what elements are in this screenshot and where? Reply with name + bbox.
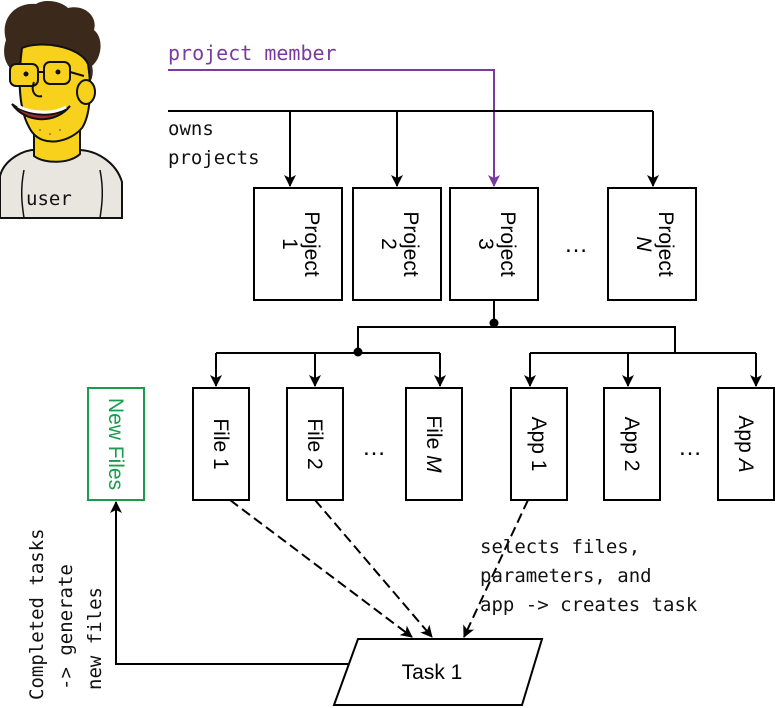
owns-label-line1: owns [168,118,214,140]
app-2-box[interactable] [603,387,661,501]
project-member-edge [168,69,500,187]
user-label: user [26,188,72,210]
project-2-id: 2 [377,238,400,250]
completed-label-line2: -> generate [55,564,77,690]
task-1-shape[interactable] [332,638,544,706]
completed-label-line1: Completed tasks [26,528,48,700]
app-1-to-task-edge [463,499,529,638]
apps-ellipsis: … [678,434,702,461]
file-m-label: File M [422,415,445,473]
owns-label-line2: projects [168,147,260,169]
app-a-label: App A [734,415,757,472]
projects-ellipsis: … [564,231,588,258]
project-1-name: Project [300,211,323,277]
project-1-box[interactable] [253,187,343,301]
project-n-id: N [632,236,655,252]
project-3-contents-tree [210,300,762,387]
app-1-box[interactable] [510,387,568,501]
project-n-box[interactable] [607,187,697,301]
completed-tasks-edge [110,501,348,665]
files-ellipsis: … [362,434,386,461]
app-1-label: App 1 [527,417,550,472]
app-a-box[interactable] [717,387,775,501]
task-1-label: Task 1 [402,661,463,684]
new-files-box[interactable] [87,387,145,501]
user-avatar [0,1,123,219]
new-files-label: New Files [104,398,127,490]
project-3-id: 3 [474,238,497,250]
project-2-name: Project [399,211,422,277]
project-2-box[interactable] [352,187,442,301]
project-3-name: Project [496,211,519,277]
file-1-label: File 1 [209,418,232,469]
project-member-label: project member [168,41,337,65]
file-2-to-task-edge [314,499,433,638]
app-2-label: App 2 [620,417,643,472]
file-m-box[interactable] [405,387,463,501]
selects-label-line2: parameters, and [480,565,652,587]
project-1-id: 1 [278,238,301,250]
file-1-to-task-edge [229,499,413,638]
project-3-box[interactable] [449,187,539,301]
selects-label-line3: app -> creates task [480,594,698,616]
selects-label-line1: selects files, [480,536,640,558]
project-n-name: Project [654,211,677,277]
completed-label-line3: new files [84,587,106,690]
file-2-label: File 2 [303,418,326,469]
file-1-box[interactable] [192,387,250,501]
